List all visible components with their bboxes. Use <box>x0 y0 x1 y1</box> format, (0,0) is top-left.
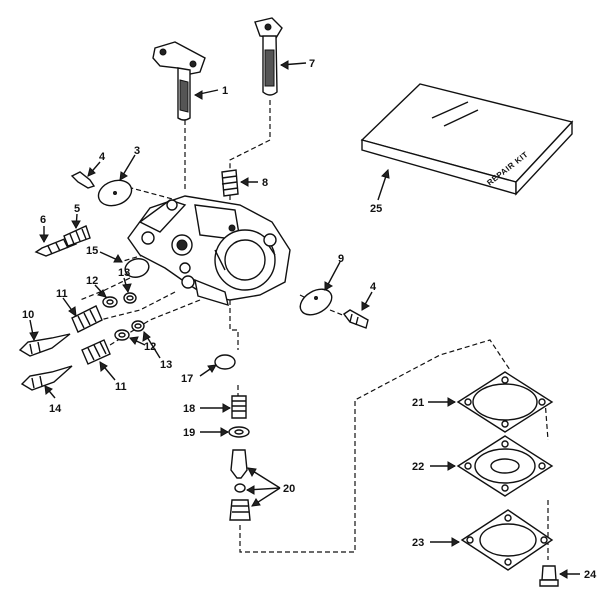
gasket-part-23 <box>460 509 554 571</box>
label-part-13-lower: 13 <box>160 359 172 371</box>
spring-part-8 <box>221 169 239 197</box>
label-part-4-lower: 4 <box>370 281 377 293</box>
washer-part-12b <box>114 329 130 341</box>
screw-part-24 <box>539 565 559 587</box>
spring-part-11a <box>71 305 103 333</box>
label-part-21: 21 <box>412 397 424 409</box>
welch-plug-part <box>124 258 150 278</box>
label-part-23: 23 <box>412 537 424 549</box>
needle-part-10 <box>18 333 71 357</box>
label-part-17: 17 <box>181 373 193 385</box>
carburetor-body <box>127 195 291 307</box>
repair-kit-box: REPAIR KIT <box>360 83 574 196</box>
label-part-5: 5 <box>74 203 80 215</box>
screw-part-lower <box>342 309 369 329</box>
spring-part-18 <box>231 395 247 419</box>
throttle-plate-part <box>97 179 133 207</box>
label-part-12-lower: 12 <box>144 341 156 353</box>
gasket-part-22 <box>456 435 554 497</box>
washer-part-12a <box>102 296 118 308</box>
plug-part-17 <box>214 354 236 370</box>
label-part-24: 24 <box>584 569 597 581</box>
label-part-8: 8 <box>262 177 268 189</box>
nozzle-part-20 <box>229 449 251 521</box>
needle-part-14 <box>20 365 73 391</box>
label-part-11-upper: 11 <box>56 288 68 300</box>
leader-lines <box>29 60 580 579</box>
label-part-22: 22 <box>412 461 424 473</box>
label-part-12-upper: 12 <box>86 275 98 287</box>
label-part-1: 1 <box>222 85 228 97</box>
screw-part-upper <box>70 171 96 189</box>
label-part-25: 25 <box>370 203 382 215</box>
label-part-19: 19 <box>183 427 195 439</box>
washer-part-19 <box>228 426 250 438</box>
spring-part-5 <box>63 225 91 247</box>
label-part-3: 3 <box>134 145 140 157</box>
label-part-18: 18 <box>183 403 195 415</box>
washer-part-13b <box>131 320 145 332</box>
label-part-4-upper: 4 <box>99 151 106 163</box>
label-part-20: 20 <box>283 483 295 495</box>
label-part-10: 10 <box>22 309 34 321</box>
label-part-9: 9 <box>338 253 344 265</box>
spring-part-11b <box>81 339 111 365</box>
gasket-part-21 <box>456 371 554 433</box>
label-part-7: 7 <box>309 58 315 70</box>
choke-shaft-part <box>254 17 283 96</box>
washer-part-13a <box>123 292 137 304</box>
throttle-shaft-part <box>152 41 206 121</box>
part-number-labels: 1 7 3 4 8 6 5 15 9 4 12 13 11 10 13 12 1… <box>22 58 597 581</box>
label-part-14: 14 <box>49 403 62 415</box>
choke-plate-part <box>299 288 333 316</box>
label-part-15: 15 <box>86 245 98 257</box>
label-part-11-lower: 11 <box>115 381 127 393</box>
label-part-13-upper: 13 <box>118 267 130 279</box>
label-part-6: 6 <box>40 214 46 226</box>
